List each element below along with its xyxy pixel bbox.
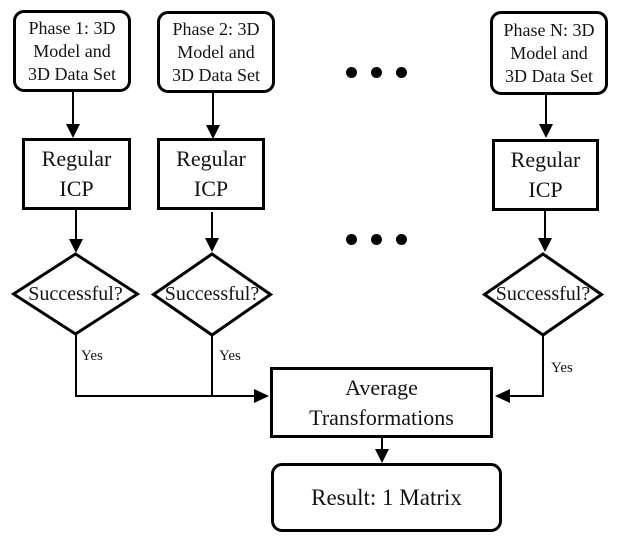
arrowhead-into-average-right: [495, 389, 510, 403]
node-phase-1-line2: Model and: [33, 40, 111, 61]
node-phase-1-line3: 3D Data Set: [28, 63, 116, 84]
edge-label-yes-2: Yes: [219, 348, 241, 364]
decision-successful-n: Successful?: [482, 252, 604, 337]
arrowhead-average-result: [375, 449, 389, 463]
node-phase-n-line2: Model and: [510, 42, 588, 63]
edge-label-yes-1: Yes: [81, 348, 103, 364]
arrowhead-icpN-decisionN: [538, 238, 552, 252]
arrowhead-icp2-decision2: [205, 238, 219, 252]
edge-label-yes-n: Yes: [551, 360, 573, 376]
node-phase-2-line1: Phase 2: 3D: [172, 18, 260, 39]
node-average-line2: Transformations: [309, 404, 454, 430]
node-result-matrix: Result: 1 Matrix: [271, 463, 502, 532]
arrowhead-phase1-icp1: [66, 124, 80, 138]
node-result-matrix-label: Result: 1 Matrix: [311, 484, 462, 510]
diamond-shape: [151, 252, 273, 337]
node-phase-1: Phase 1: 3D Model and 3D Data Set: [13, 10, 131, 92]
decision-successful-n-label: Successful?: [495, 283, 591, 305]
node-regular-icp-n-line2: ICP: [528, 177, 563, 202]
decision-successful-1-label: Successful?: [28, 282, 123, 305]
node-regular-icp-2-line2: ICP: [193, 176, 229, 201]
diamond-shape: [482, 252, 604, 337]
diamond-shape: [11, 252, 140, 336]
node-phase-1-line1: Phase 1: 3D: [28, 17, 116, 38]
arrowhead-phase2-icp2: [206, 125, 220, 139]
node-average-line1: Average: [345, 374, 418, 400]
decision-successful-2-label: Successful?: [164, 283, 260, 305]
node-phase-n: Phase N: 3D Model and 3D Data Set: [490, 11, 608, 95]
node-regular-icp-1: Regular ICP: [22, 138, 131, 210]
edge-decision1-average: [75, 334, 255, 397]
edge-decisionN-average: [509, 336, 544, 397]
ellipsis-top-icon: [346, 67, 407, 78]
node-regular-icp-1-line2: ICP: [59, 176, 94, 201]
node-average-transformations: Average Transformations: [270, 367, 493, 438]
node-phase-2-line2: Model and: [177, 41, 255, 62]
arrowhead-into-average-left: [254, 389, 269, 403]
node-regular-icp-1-line1: Regular: [41, 146, 112, 171]
decision-successful-1: Successful?: [11, 252, 140, 336]
node-phase-n-line1: Phase N: 3D: [503, 19, 595, 40]
decision-successful-2: Successful?: [151, 252, 273, 337]
node-regular-icp-n: Regular ICP: [492, 139, 599, 211]
node-phase-2-line3: 3D Data Set: [172, 64, 260, 85]
node-regular-icp-2: Regular ICP: [157, 138, 265, 210]
node-regular-icp-n-line1: Regular: [510, 147, 581, 172]
arrowhead-phaseN-icpN: [539, 124, 553, 138]
node-phase-2: Phase 2: 3D Model and 3D Data Set: [157, 11, 275, 93]
arrowhead-icp1-decision1: [69, 239, 83, 253]
ellipsis-bottom-icon: [346, 234, 407, 245]
node-regular-icp-2-line1: Regular: [176, 146, 246, 171]
node-phase-n-line3: 3D Data Set: [505, 65, 593, 86]
